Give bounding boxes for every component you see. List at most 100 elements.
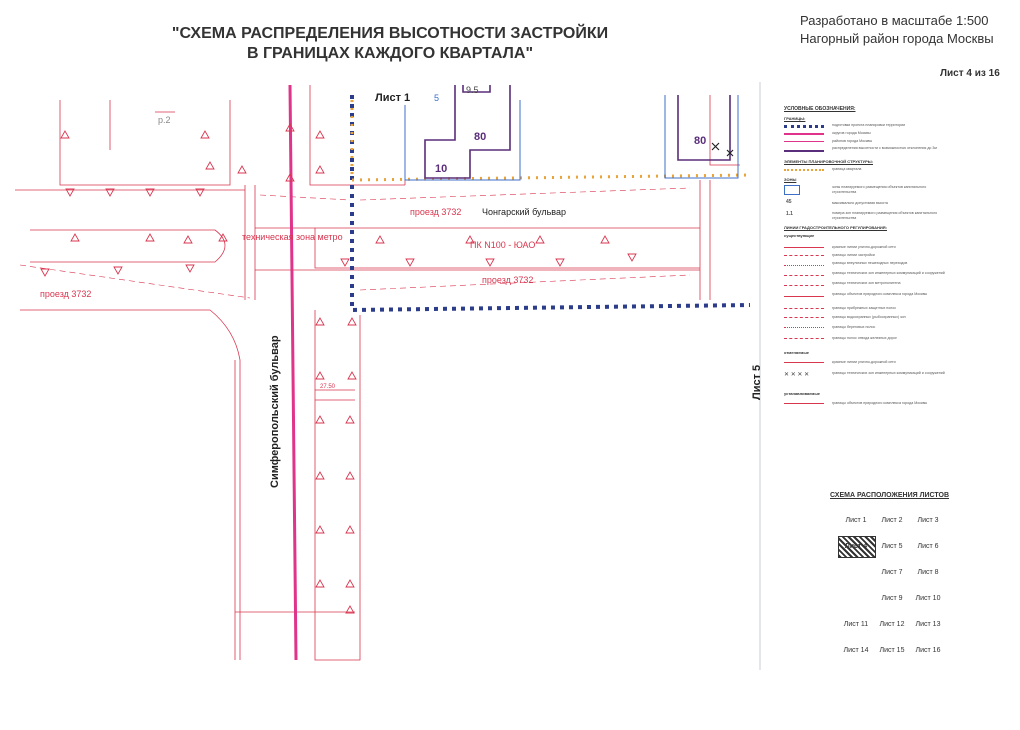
legend-symbol-ex-3 xyxy=(784,275,824,282)
small-label-3: 27.50 xyxy=(320,384,336,390)
legend-symbol-ex-0 xyxy=(784,247,824,254)
street-marker-triangle xyxy=(345,471,355,480)
sheet-cell[interactable]: Лист 11 xyxy=(843,621,869,628)
sheet-cell[interactable]: Лист 13 xyxy=(915,621,941,628)
sheet-label-right: Лист 5 xyxy=(751,365,763,400)
street-markers xyxy=(40,123,637,614)
street-marker-triangle xyxy=(145,188,155,197)
street-marker-triangle xyxy=(340,258,350,267)
street-marker-triangle xyxy=(285,173,295,182)
sheet-cell[interactable]: Лист 8 xyxy=(917,569,939,576)
block-outline-sw xyxy=(20,309,241,660)
street-marker-triangle xyxy=(40,268,50,277)
planning-boundary xyxy=(350,95,751,313)
height-label-5: 5 xyxy=(434,93,439,103)
sheet-cell[interactable]: Лист 7 xyxy=(881,569,903,576)
legend-item-ex-7: границы водоохранных (рыбоохранных) зон xyxy=(832,315,906,319)
legend-symbol-ex-5 xyxy=(784,296,824,303)
x-marker-2 xyxy=(726,149,734,157)
street-marker-triangle xyxy=(195,188,205,197)
legend-symbol-ex-9 xyxy=(784,338,824,345)
street-marker-triangle xyxy=(345,605,355,614)
legend-item-ex-3: границы технических зон инженерных комму… xyxy=(832,271,945,275)
legend-item-zone: зоны планируемого размещения объектов ка… xyxy=(832,185,927,194)
sheet-cell[interactable]: Лист 6 xyxy=(917,543,939,550)
street-marker-triangle xyxy=(205,161,215,170)
height-zone-80-right xyxy=(677,95,731,161)
legend-section-established: устанавливаемые xyxy=(784,391,820,396)
legend-item-zone-no: номера зон планируемого размещения объек… xyxy=(832,211,938,220)
legend-symbol-cancel-0 xyxy=(784,362,824,369)
legend-section-red-lines: ЛИНИИ ГРАДОСТРОИТЕЛЬНОГО РЕГУЛИРОВАНИЯ: xyxy=(784,225,887,230)
sheet-cell-current[interactable]: Лист 4 xyxy=(844,543,868,550)
legend-symbol-cancel-1: ✕ ✕ ✕ ✕ xyxy=(784,372,810,378)
street-marker-triangle xyxy=(465,235,475,244)
x-marker-1 xyxy=(711,142,720,151)
sheet-cell[interactable]: Лист 9 xyxy=(881,595,903,602)
current-sheet-hatch xyxy=(838,536,876,558)
street-marker-triangle xyxy=(375,235,385,244)
block-inner-nw xyxy=(109,100,175,150)
scale-line-2: Нагорный район города Москвы xyxy=(800,31,994,46)
metro-line-label: ПК N100 - ЮАО xyxy=(470,240,535,250)
street-marker-triangle xyxy=(185,264,195,273)
legend-symbol-ex-4 xyxy=(784,285,824,292)
block-divider-s xyxy=(315,389,355,401)
street-marker-triangle xyxy=(347,371,357,380)
vertical-edge-right xyxy=(699,180,711,300)
legend-symbol-ex-2 xyxy=(784,265,824,272)
street-marker-triangle xyxy=(315,415,325,424)
street-marker-triangle xyxy=(315,371,325,380)
legend-symbol-okrug xyxy=(784,133,824,141)
street-marker-triangle xyxy=(183,235,193,244)
street-marker-triangle xyxy=(345,579,355,588)
legend-item-cancel-0: красные линии улично-дорожной сети xyxy=(832,360,896,364)
sheet-cell[interactable]: Лист 3 xyxy=(917,517,939,524)
drive-label-3: проезд 3732 xyxy=(40,289,91,299)
street-marker-triangle xyxy=(237,165,247,174)
legend-item-quarter: граница квартала xyxy=(832,167,862,171)
street-marker-triangle xyxy=(315,130,325,139)
scale-note: Разработано в масштабе 1:500 Нагорный ра… xyxy=(800,12,994,48)
sheet-scheme-title: СХЕМА РАСПОЛОЖЕНИЯ ЛИСТОВ xyxy=(830,492,949,499)
drive-line-north xyxy=(359,187,691,201)
zone-outlines xyxy=(404,95,739,181)
street-marker-triangle xyxy=(65,188,75,197)
zone-outline-2 xyxy=(664,95,739,179)
sheet-cell[interactable]: Лист 2 xyxy=(881,517,903,524)
street-marker-triangle xyxy=(145,233,155,242)
legend-item-okrug: округов города Москвы xyxy=(832,131,871,135)
block-outline-nw xyxy=(59,100,231,186)
legend-section-borders: ГРАНИЦЫ: xyxy=(784,116,806,121)
legend-item-district: районов города Москвы xyxy=(832,139,873,143)
sheet-cell[interactable]: Лист 12 xyxy=(879,621,905,628)
quarter-border xyxy=(350,100,751,182)
street-edge-west xyxy=(30,229,226,263)
small-label-1: р.2 xyxy=(158,115,171,125)
street-marker-triangle xyxy=(345,525,355,534)
sheet-cell[interactable]: Лист 10 xyxy=(915,595,941,602)
height-zone-top xyxy=(462,85,491,93)
drive-lines xyxy=(19,187,691,299)
street-marker-triangle xyxy=(315,525,325,534)
height-label-80-left: 80 xyxy=(474,131,486,143)
street-marker-triangle xyxy=(285,123,295,132)
legend-zone-no-value: 1.1 xyxy=(786,211,793,217)
sheet-cell[interactable]: Лист 15 xyxy=(879,647,905,654)
legend-symbol-ex-1 xyxy=(784,255,824,262)
sheet-cell[interactable]: Лист 14 xyxy=(843,647,869,654)
street-label-boulevard-v: Симферопольский бульвар xyxy=(269,335,281,488)
block-outline-s xyxy=(314,310,361,661)
legend-title: УСЛОВНЫЕ ОБОЗНАЧЕНИЯ: xyxy=(784,106,856,112)
street-marker-triangle xyxy=(70,233,80,242)
document-title: "СХЕМА РАСПРЕДЕЛЕНИЯ ВЫСОТНОСТИ ЗАСТРОЙК… xyxy=(130,24,650,64)
block-outline-ne xyxy=(709,95,740,166)
legend-symbol-ex-6 xyxy=(784,308,824,315)
height-zones xyxy=(424,85,731,179)
map-labels: Лист 1 Лист 5 Чонгарский бульвар Симферо… xyxy=(40,85,763,488)
sheet-cell[interactable]: Лист 5 xyxy=(881,543,903,550)
drive-line-west xyxy=(19,264,251,299)
sheet-scheme: Лист 1 Лист 2 Лист 3 Лист 4 Лист 5 Лист … xyxy=(838,498,948,668)
sheet-cell[interactable]: Лист 16 xyxy=(915,647,941,654)
sheet-cell[interactable]: Лист 1 xyxy=(845,517,867,524)
